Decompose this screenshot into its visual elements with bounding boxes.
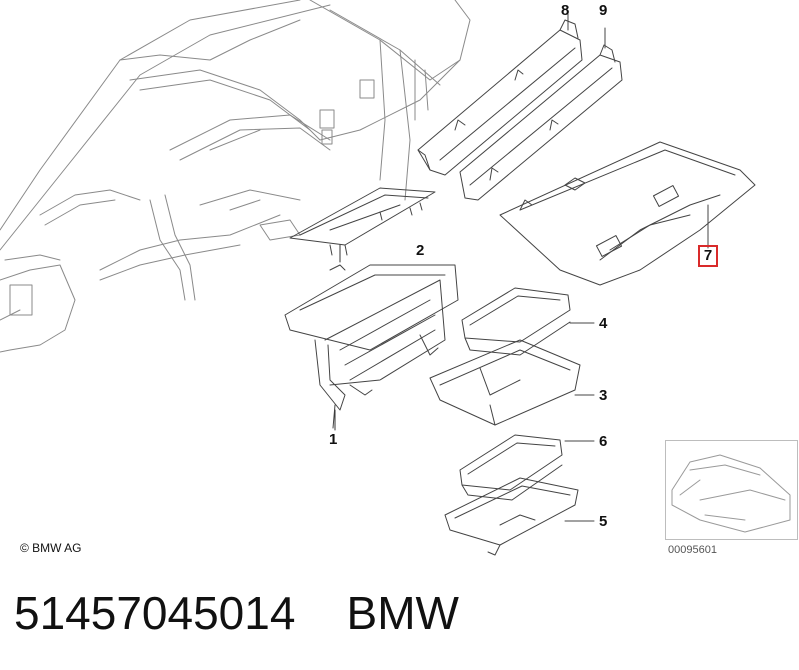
dashboard-drawing xyxy=(0,0,471,353)
leader-lines xyxy=(334,244,341,431)
callout-8: 8 xyxy=(561,2,570,19)
part-8-bracket xyxy=(417,13,583,176)
part-5-box xyxy=(444,477,595,556)
brand-name: BMW xyxy=(346,587,459,639)
callout-4: 4 xyxy=(599,315,608,332)
diagram-number: 00095601 xyxy=(668,544,717,556)
callout-6: 6 xyxy=(599,433,608,450)
part-1-frame xyxy=(284,264,459,429)
callout-1: 1 xyxy=(329,431,338,448)
part-3-box xyxy=(429,339,595,426)
footer-caption: 51457045014 BMW xyxy=(14,588,459,638)
inset-frame xyxy=(665,440,798,540)
callout-2: 2 xyxy=(416,242,425,259)
part-9-bracket xyxy=(459,27,623,201)
copyright-notice: © BMW AG xyxy=(20,541,82,555)
part-4-tray xyxy=(461,287,595,356)
inset-car-drawing xyxy=(671,454,791,533)
callout-9: 9 xyxy=(599,2,608,19)
part-6-tray xyxy=(459,434,595,501)
part-2-trim xyxy=(289,187,436,256)
part-number: 51457045014 xyxy=(14,587,296,639)
callout-7-highlighted: 7 xyxy=(698,245,718,267)
callout-3: 3 xyxy=(599,387,608,404)
callout-5: 5 xyxy=(599,513,608,530)
part-7-panel xyxy=(499,141,756,286)
